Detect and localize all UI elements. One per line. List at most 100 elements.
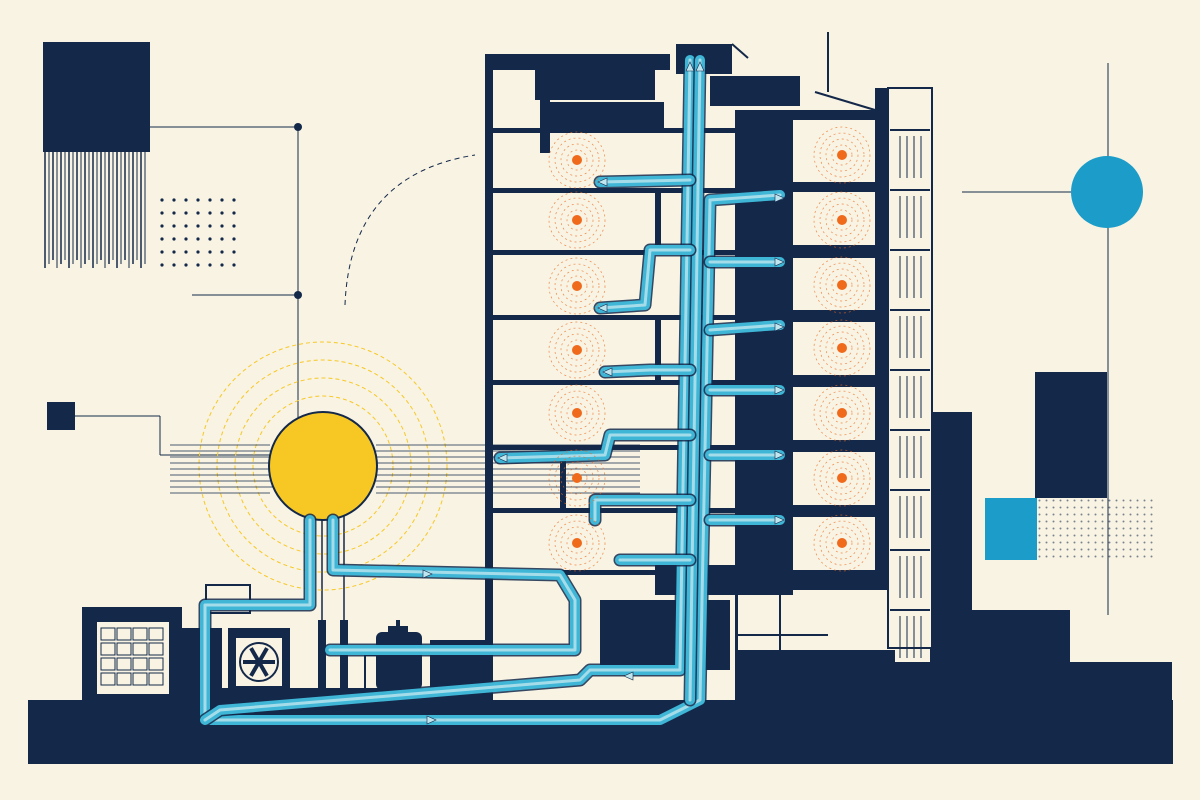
room <box>793 322 875 375</box>
heat-point-icon <box>813 319 871 377</box>
sun-icon <box>268 411 378 521</box>
heat-ring <box>554 520 600 566</box>
flow-arrow-icon <box>597 177 608 187</box>
heat-ring <box>554 390 600 436</box>
grid-dot <box>232 237 236 241</box>
heat-dot <box>837 150 847 160</box>
heat-ring <box>831 337 853 359</box>
grid-dot <box>160 224 164 228</box>
flow-arrow-icon <box>597 303 608 313</box>
grid-dot <box>172 263 176 267</box>
room <box>793 258 875 310</box>
flow-arrow-icon <box>623 671 634 681</box>
heat-ring <box>831 467 853 489</box>
heat-ring <box>554 137 600 183</box>
grid-dot <box>220 198 224 202</box>
flow-arrow-icon <box>774 193 785 203</box>
flow-arrow-icon <box>774 385 785 395</box>
partition <box>560 445 566 508</box>
grid-dot <box>184 250 188 254</box>
room <box>793 517 875 570</box>
grid-cell <box>116 627 132 641</box>
heat-ring <box>554 455 600 501</box>
grid-cell <box>132 642 148 656</box>
heat-ring <box>831 402 853 424</box>
tower-windows <box>890 129 930 658</box>
floor-slab <box>485 380 735 385</box>
grid-cell <box>132 627 148 641</box>
heat-ring <box>566 149 588 171</box>
floor-slab <box>485 188 735 193</box>
heat-ring <box>831 144 853 166</box>
grid-cell <box>116 642 132 656</box>
heat-point-icon <box>548 384 606 442</box>
grid-dot <box>172 211 176 215</box>
grid-cell <box>148 657 164 671</box>
heat-dot <box>837 538 847 548</box>
grid-dot <box>208 224 212 228</box>
grid-dot <box>184 263 188 267</box>
grid-dot <box>184 211 188 215</box>
heat-ring <box>548 131 606 189</box>
grid-dot <box>232 224 236 228</box>
heat-dot <box>837 408 847 418</box>
barcode-lines <box>44 152 146 268</box>
heat-ring <box>566 209 588 231</box>
abstract-top-left <box>43 42 476 420</box>
heat-ring <box>831 274 853 296</box>
grid-dot <box>232 211 236 215</box>
fan-icon <box>239 642 279 682</box>
heat-ring <box>566 275 588 297</box>
grid-dot <box>196 198 200 202</box>
grid-cell <box>132 672 148 686</box>
heat-ring <box>825 526 859 560</box>
abstract-right <box>890 63 1172 702</box>
floor-slab <box>485 128 735 133</box>
heat-point-icon <box>548 257 606 315</box>
grid-dot <box>160 250 164 254</box>
heat-ring <box>825 461 859 495</box>
grid-cell <box>132 657 148 671</box>
heat-dot <box>572 155 582 165</box>
grid-dot <box>220 263 224 267</box>
grid-cell <box>100 642 116 656</box>
abstract-small-square <box>47 402 270 456</box>
heat-point-icon <box>548 514 606 572</box>
heat-ring <box>819 455 865 501</box>
grid-dot <box>184 237 188 241</box>
heat-dot <box>837 280 847 290</box>
grid-dot <box>220 250 224 254</box>
grid-dot <box>196 263 200 267</box>
heat-point-icon <box>813 191 871 249</box>
flow-arrow-icon <box>774 322 785 332</box>
heat-ring <box>548 514 606 572</box>
grid-dot <box>160 211 164 215</box>
room <box>793 452 875 505</box>
heat-ring <box>566 532 588 554</box>
grid-dot <box>184 198 188 202</box>
heat-ring <box>813 126 871 184</box>
accent-circle <box>1071 156 1143 228</box>
battery-grid <box>100 627 164 686</box>
pipe-highlight <box>203 58 692 722</box>
heat-ring <box>560 269 594 303</box>
heat-ring <box>819 262 865 308</box>
flow-arrow-icon <box>774 515 785 525</box>
pipe-highlight <box>498 433 692 460</box>
grid-cell <box>100 657 116 671</box>
accent-square <box>985 498 1037 560</box>
heat-pump-unit <box>205 584 290 696</box>
heat-points <box>548 126 871 572</box>
heat-dot <box>837 343 847 353</box>
grid-cell <box>100 627 116 641</box>
grid-cell <box>116 657 132 671</box>
pipe-highlight <box>328 518 577 652</box>
heat-ring <box>819 197 865 243</box>
partition <box>655 315 661 380</box>
heat-ring <box>548 321 606 379</box>
heat-dot <box>837 473 847 483</box>
heat-ring <box>566 402 588 424</box>
floor-slab <box>485 508 735 513</box>
grid-dot <box>196 237 200 241</box>
